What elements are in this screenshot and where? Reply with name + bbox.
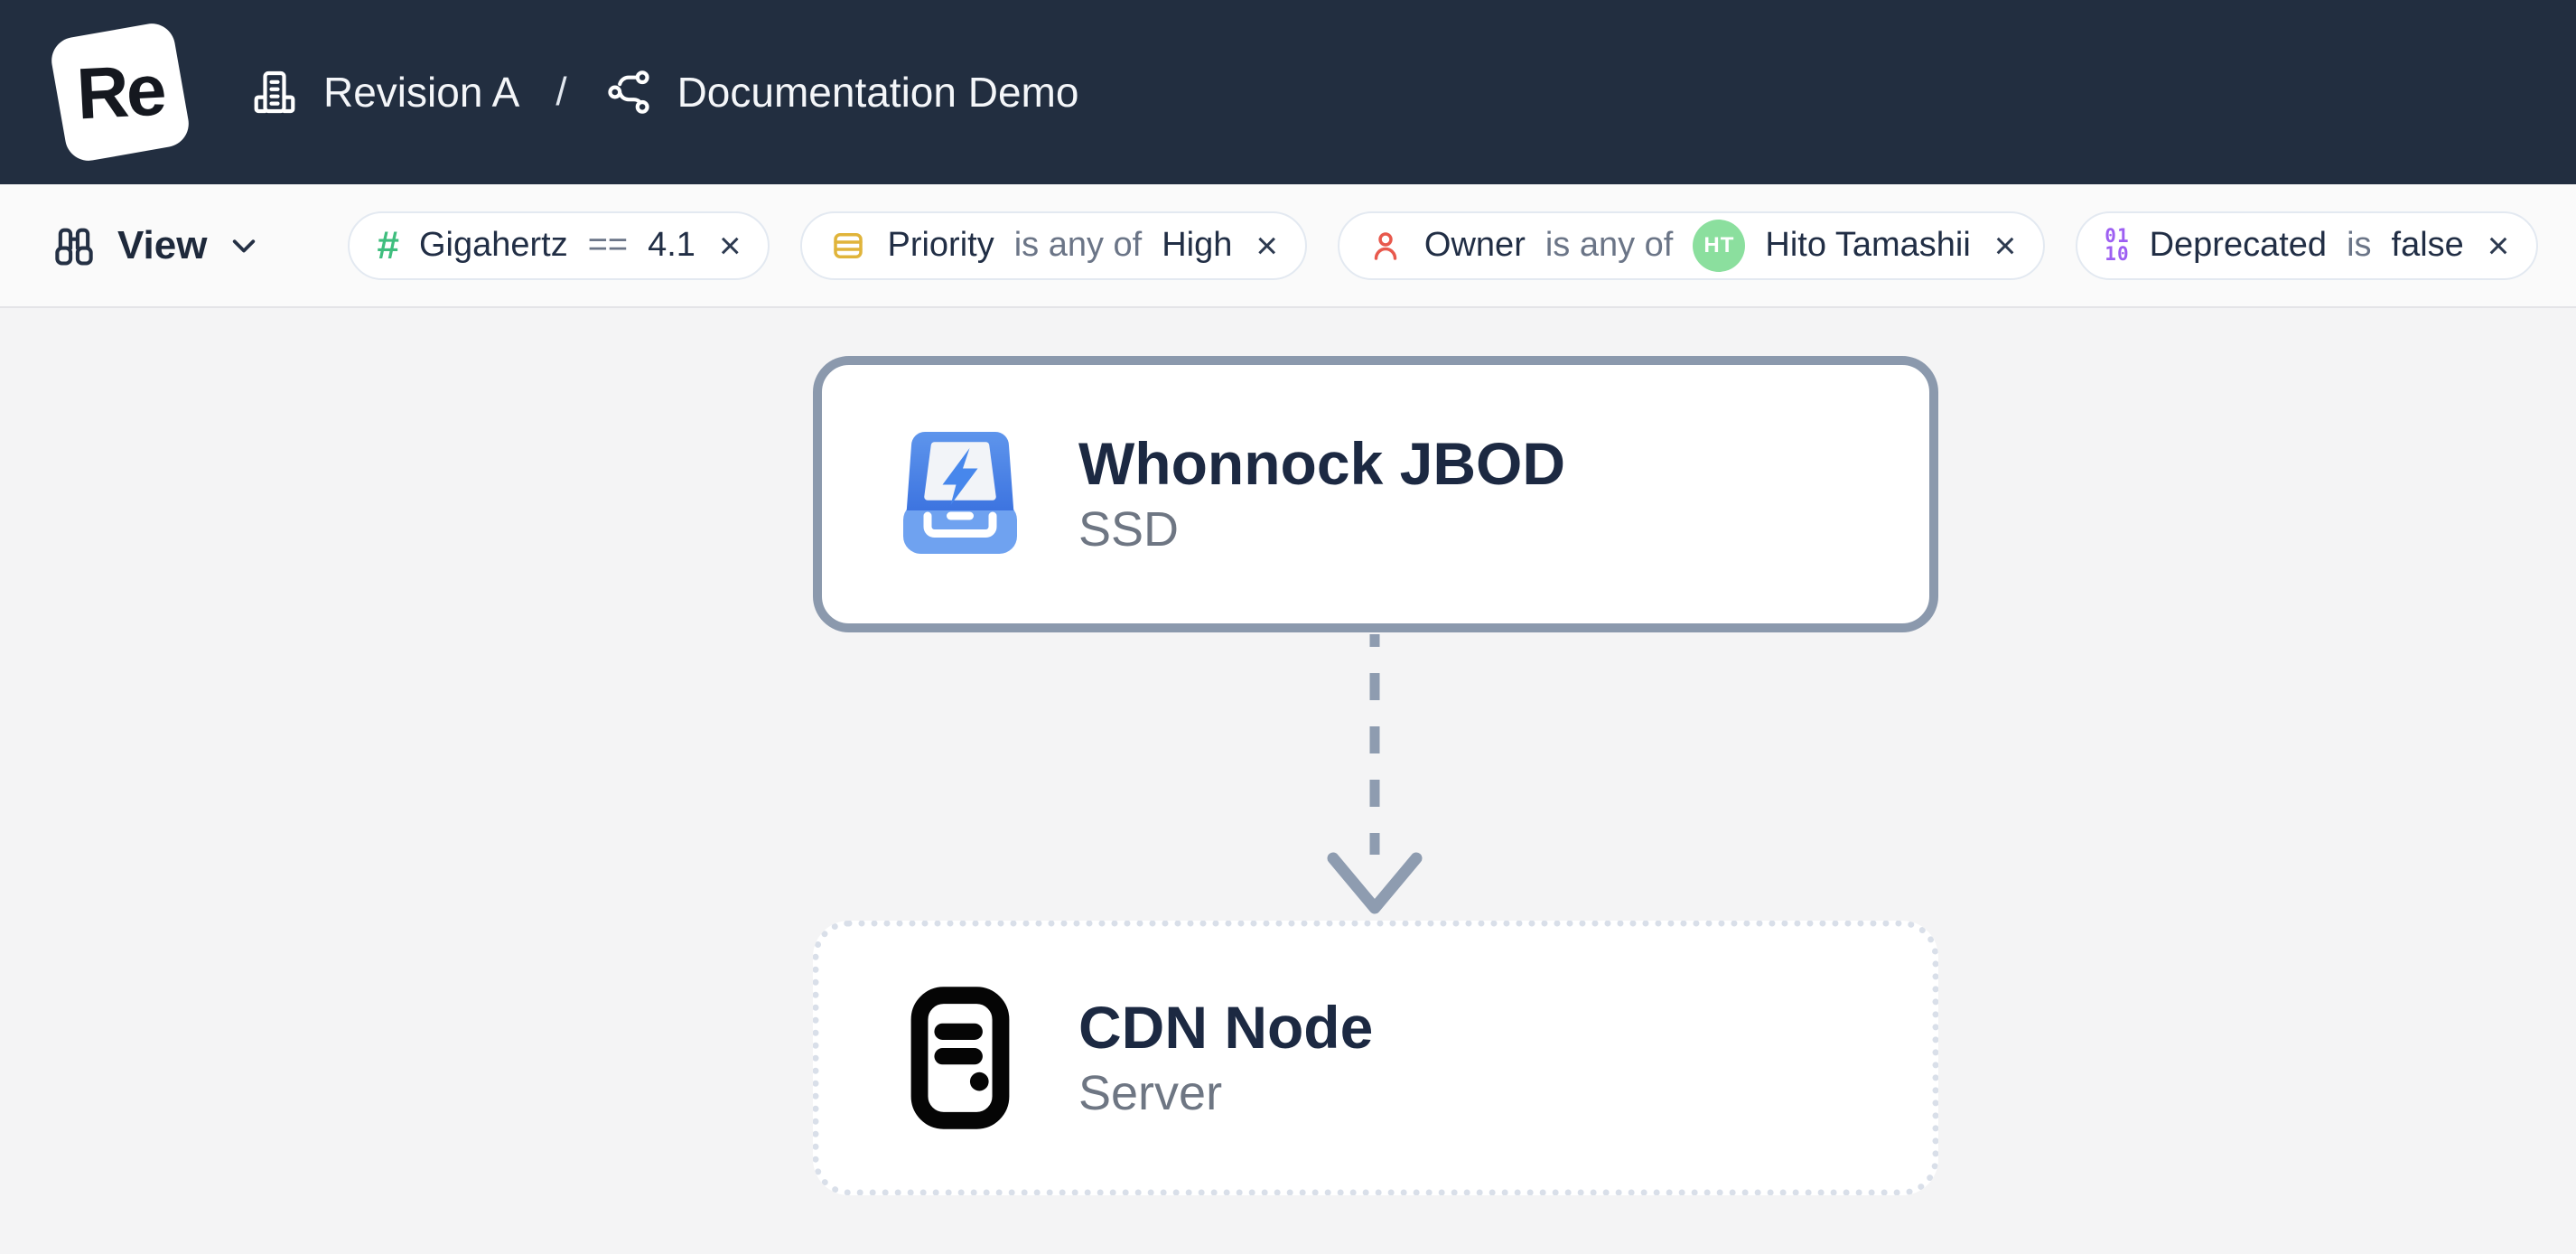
filter-chip-gigahertz[interactable]: # Gigahertz == 4.1 × (348, 211, 770, 280)
filter-chip-priority[interactable]: Priority is any of High × (800, 211, 1307, 280)
node-title: CDN Node (1078, 994, 1374, 1061)
waypoints-icon (607, 70, 649, 114)
ssd-drive-icon (892, 426, 1028, 562)
view-menu-label: View (117, 222, 208, 267)
node-title: Whonnock JBOD (1078, 430, 1565, 497)
hash-icon: # (377, 222, 399, 267)
binoculars-icon (55, 228, 93, 266)
breadcrumb-page[interactable]: Documentation Demo (603, 67, 1079, 117)
filter-operator: is any of (1013, 226, 1143, 264)
diagram-canvas[interactable]: Whonnock JBOD SSD CDN Node Server (0, 308, 2576, 1254)
user-icon (1374, 231, 1397, 260)
avatar: HT (1693, 219, 1746, 272)
filter-field: Priority (887, 226, 994, 264)
node-subtitle: SSD (1078, 501, 1180, 557)
remove-filter-icon[interactable]: × (1255, 223, 1278, 267)
remove-filter-icon[interactable]: × (718, 223, 742, 267)
remove-filter-icon[interactable]: × (2487, 223, 2510, 267)
breadcrumb-page-label: Documentation Demo (677, 69, 1079, 116)
binary-icon: 01 10 (2105, 224, 2130, 265)
filter-field: Gigahertz (418, 226, 568, 264)
view-menu-button[interactable]: View (51, 222, 261, 269)
filter-value: 4.1 (648, 226, 695, 264)
breadcrumb-project-label: Revision A (323, 69, 520, 116)
server-icon (892, 987, 1028, 1129)
edge-arrow[interactable] (1321, 632, 1429, 922)
filter-operator: == (587, 226, 629, 264)
remove-filter-icon[interactable]: × (1993, 223, 2017, 267)
node-text: CDN Node Server (1078, 994, 1374, 1121)
filter-value: Hito Tamashii (1765, 226, 1971, 264)
filter-value: High (1162, 226, 1233, 264)
logo-text: Re (74, 49, 166, 135)
app-logo[interactable]: Re (48, 20, 192, 164)
filter-chip-owner[interactable]: Owner is any of HT Hito Tamashii × (1337, 211, 2046, 280)
filter-field: Deprecated (2149, 226, 2328, 264)
chevron-down-icon (233, 239, 256, 252)
rows-icon (834, 232, 863, 258)
filter-value: false (2391, 226, 2464, 264)
node-whonnock-jbod[interactable]: Whonnock JBOD SSD (813, 356, 1938, 632)
filter-operator: is any of (1545, 226, 1674, 264)
node-text: Whonnock JBOD SSD (1078, 430, 1565, 557)
node-subtitle: Server (1078, 1065, 1223, 1120)
breadcrumb: Revision A / Documentation Demo (249, 67, 1078, 117)
topbar: Re Revision A / (0, 0, 2576, 184)
breadcrumb-project[interactable]: Revision A (249, 67, 519, 117)
filter-chip-deprecated[interactable]: 01 10 Deprecated is false × (2076, 211, 2539, 280)
filter-field: Owner (1423, 226, 1526, 264)
node-cdn-node[interactable]: CDN Node Server (813, 921, 1938, 1195)
filter-toolbar: View # Gigahertz == 4.1 × Priority is an… (0, 184, 2576, 308)
building-icon (254, 70, 295, 114)
breadcrumb-separator: / (555, 70, 567, 114)
filter-operator: is (2347, 226, 2372, 264)
